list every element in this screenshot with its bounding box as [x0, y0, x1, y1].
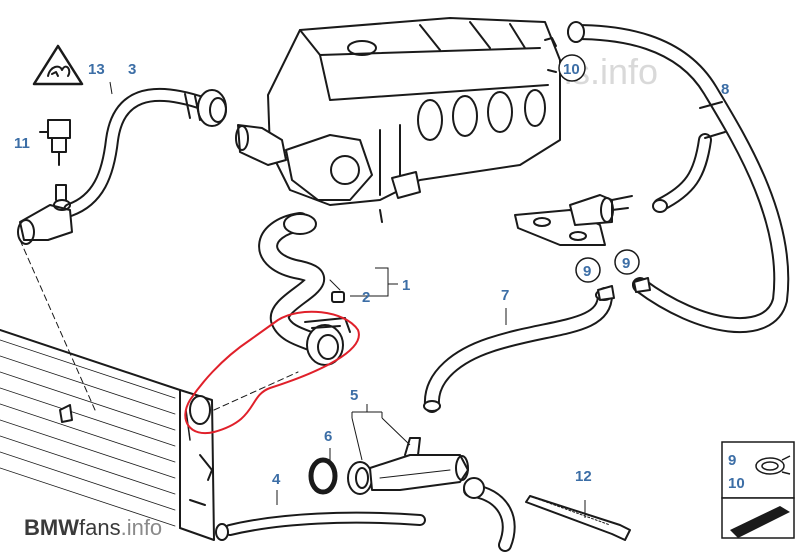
watermark-bottom: BMWfans.info	[24, 515, 162, 540]
part-6-seal-ring	[308, 457, 338, 495]
hose-clamp	[597, 277, 651, 301]
label-5: 5	[350, 387, 358, 404]
label-2: 2	[362, 289, 370, 306]
hose-t-connector	[17, 184, 73, 245]
part-3-upper-hose	[63, 87, 227, 217]
label-1: 1	[402, 277, 410, 294]
label-6: 6	[324, 428, 332, 445]
engine-block	[235, 17, 561, 223]
label-8: 8	[721, 81, 729, 98]
legend-label-10: 10	[728, 475, 745, 492]
part-2-bleeder-screw	[331, 291, 345, 303]
legend-clamp-icon	[755, 455, 791, 475]
part-1-hose	[258, 212, 351, 366]
label-9a-circle	[575, 257, 601, 283]
expansion-bracket	[514, 194, 633, 246]
label-11: 11	[14, 135, 30, 152]
bracket-5	[351, 404, 383, 418]
radiator	[0, 239, 215, 541]
label-10: 10	[563, 61, 580, 78]
part-5-coolant-flange	[347, 437, 469, 495]
part-7-hose	[423, 287, 613, 413]
label-12: 12	[575, 468, 592, 485]
label-9a: 9	[583, 263, 591, 280]
bracket-1	[350, 267, 389, 297]
label-3: 3	[128, 61, 136, 78]
legend-box: 9 10	[721, 441, 795, 539]
label-9b-circle	[614, 249, 640, 275]
part-11-temperature-sensor	[39, 119, 71, 166]
part-13-warning-sticker	[32, 44, 84, 86]
label-4: 4	[272, 471, 281, 488]
part-4-hose	[215, 477, 516, 552]
label-7: 7	[501, 287, 509, 304]
label-10-circle	[558, 54, 586, 82]
label-13: 13	[88, 61, 105, 78]
highlight-outline	[184, 310, 360, 435]
part-8-hose	[567, 21, 790, 334]
legend-arrow-icon	[730, 506, 790, 538]
legend-label-9: 9	[728, 452, 736, 469]
label-9b: 9	[622, 255, 630, 272]
part-12-cable-tie	[525, 495, 631, 541]
